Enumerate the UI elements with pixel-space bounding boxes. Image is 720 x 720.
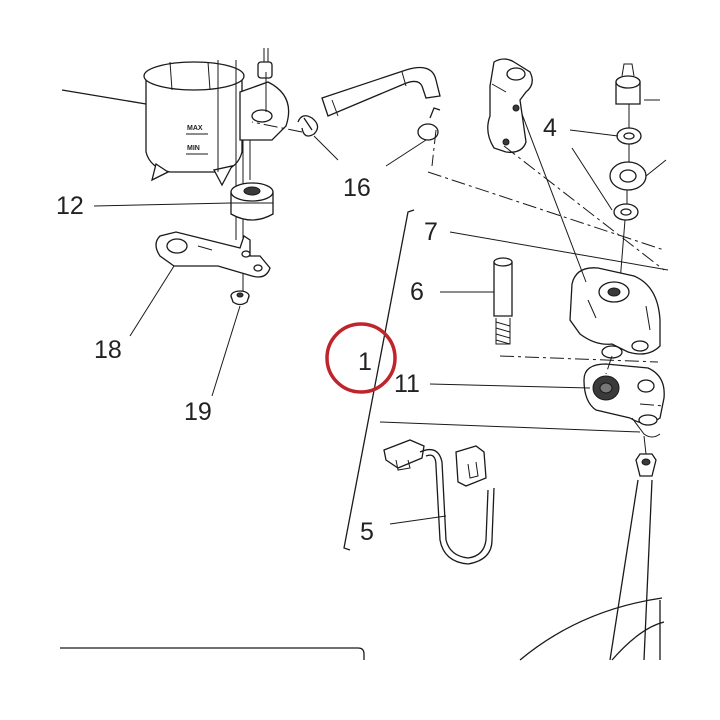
bracket-18[interactable] — [155, 231, 271, 278]
washer-stack-4[interactable] — [609, 63, 667, 221]
switch-5[interactable] — [383, 439, 495, 565]
min-mark: MIN — [187, 145, 200, 152]
screw-19[interactable] — [230, 290, 250, 306]
bushing-11[interactable] — [583, 363, 665, 438]
label-7: 7 — [424, 218, 438, 246]
lower-nut[interactable] — [635, 453, 657, 477]
master-cylinder-body[interactable] — [569, 267, 661, 359]
label-5: 5 — [360, 518, 374, 546]
label-16: 16 — [343, 174, 371, 202]
label-6: 6 — [410, 278, 424, 306]
highlight-circle[interactable] — [325, 322, 397, 394]
label-18: 18 — [94, 336, 122, 364]
label-11: 11 — [394, 370, 420, 398]
label-1: 1 — [358, 348, 372, 376]
label-12: 12 — [56, 192, 84, 220]
hose-assembly[interactable] — [251, 66, 441, 141]
max-mark: MAX — [187, 125, 203, 132]
lever-part[interactable] — [487, 58, 533, 153]
fluid-reservoir[interactable]: MAX MIN — [61, 48, 290, 187]
label-4: 4 — [543, 114, 557, 142]
grommet-12[interactable] — [230, 182, 274, 221]
group-bracket — [343, 209, 415, 551]
bottom-box-edge — [60, 647, 365, 660]
stud-6[interactable] — [493, 257, 513, 345]
label-19: 19 — [184, 398, 212, 426]
